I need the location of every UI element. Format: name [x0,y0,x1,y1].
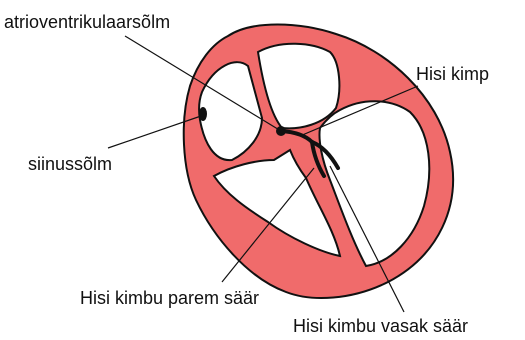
label-av-node: atrioventrikulaarsõlm [4,12,170,32]
label-his-bundle: Hisi kimp [416,64,489,84]
label-sa-node: siinussõlm [28,154,112,174]
label-right-branch: Hisi kimbu parem säär [80,288,259,308]
sa-node [199,107,207,121]
label-left-branch: Hisi kimbu vasak säär [293,316,468,336]
